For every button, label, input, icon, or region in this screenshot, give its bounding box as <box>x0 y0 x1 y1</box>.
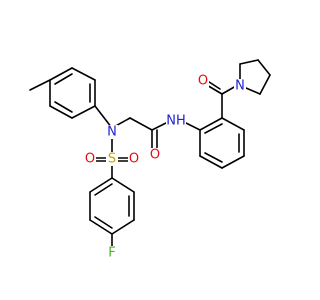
anilide-ring <box>199 117 245 169</box>
label-n-pyrrolidine: N <box>235 79 245 94</box>
label-o-ketone: O <box>198 74 208 89</box>
atom-labels: N NH N O O S O O <box>84 74 246 261</box>
atom-nh-amide: NH <box>166 114 186 129</box>
label-o-sulfonyl-left: O <box>85 152 95 167</box>
atom-o-ketone: O <box>197 74 209 89</box>
molecule-structure-diagram: N NH N O O S O O <box>29 59 271 261</box>
bond-methyl <box>29 79 51 91</box>
label-nh-amide: NH <box>166 114 186 129</box>
fluorophenyl-ring <box>89 177 135 235</box>
bond-ketone-n <box>221 85 237 95</box>
atom-o-sulfonyl-right: O <box>128 152 140 167</box>
pyrrolidine-ring <box>239 59 271 95</box>
label-f-fluoro: F <box>108 246 115 261</box>
atom-s-sulfonyl: S <box>106 152 118 167</box>
bond-ch2-carbonyl <box>129 117 153 131</box>
atom-n-pyrrolidine: N <box>234 79 246 94</box>
tolyl-ring <box>49 67 96 119</box>
label-s-sulfonyl: S <box>108 152 116 167</box>
bond-tolyl-n <box>94 105 113 129</box>
label-o-amide: O <box>150 148 160 163</box>
atom-n-sulfonamide: N <box>106 125 118 140</box>
label-o-sulfonyl-right: O <box>129 152 139 167</box>
label-n-sulfonamide: N <box>107 125 117 140</box>
atom-f-fluoro: F <box>106 246 118 261</box>
atom-o-sulfonyl-left: O <box>84 152 96 167</box>
atom-o-amide: O <box>149 148 161 163</box>
